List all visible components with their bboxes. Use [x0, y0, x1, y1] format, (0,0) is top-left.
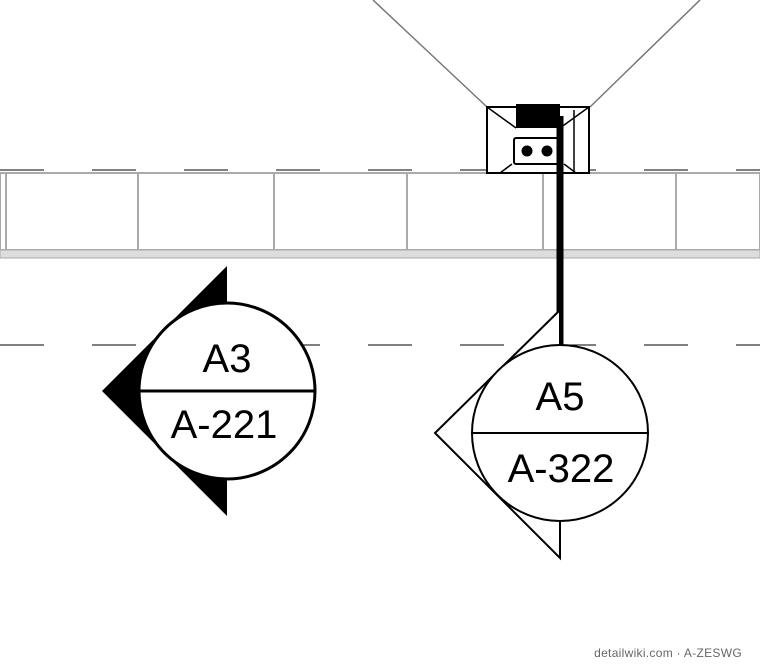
cabinet-dividers: [5, 173, 677, 250]
appliance-symbol: [486, 104, 590, 174]
watermark: detailwiki.com · A-ZESWG: [594, 646, 742, 660]
dashed-grid-lines: [0, 169, 760, 346]
cabinet-outline: [0, 172, 760, 251]
sheet-number: A-221: [171, 403, 278, 447]
appliance-block: [516, 104, 560, 128]
appliance-knob-left: [521, 145, 533, 157]
section-tag-a5[interactable]: A5 A-322: [433, 307, 649, 561]
cabinet-strip: [0, 172, 760, 259]
detail-number: A3: [203, 337, 252, 381]
diagonal-line-left: [372, 0, 488, 108]
diagonal-lines: [372, 0, 701, 108]
detail-number: A5: [536, 375, 585, 419]
diagonal-line-right: [589, 0, 701, 108]
appliance-knob-right: [541, 145, 553, 157]
sheet-number: A-322: [508, 447, 615, 491]
cabinet-base: [0, 249, 760, 259]
section-tag-a3[interactable]: A3 A-221: [102, 266, 317, 516]
appliance-inner-box: [513, 137, 561, 165]
